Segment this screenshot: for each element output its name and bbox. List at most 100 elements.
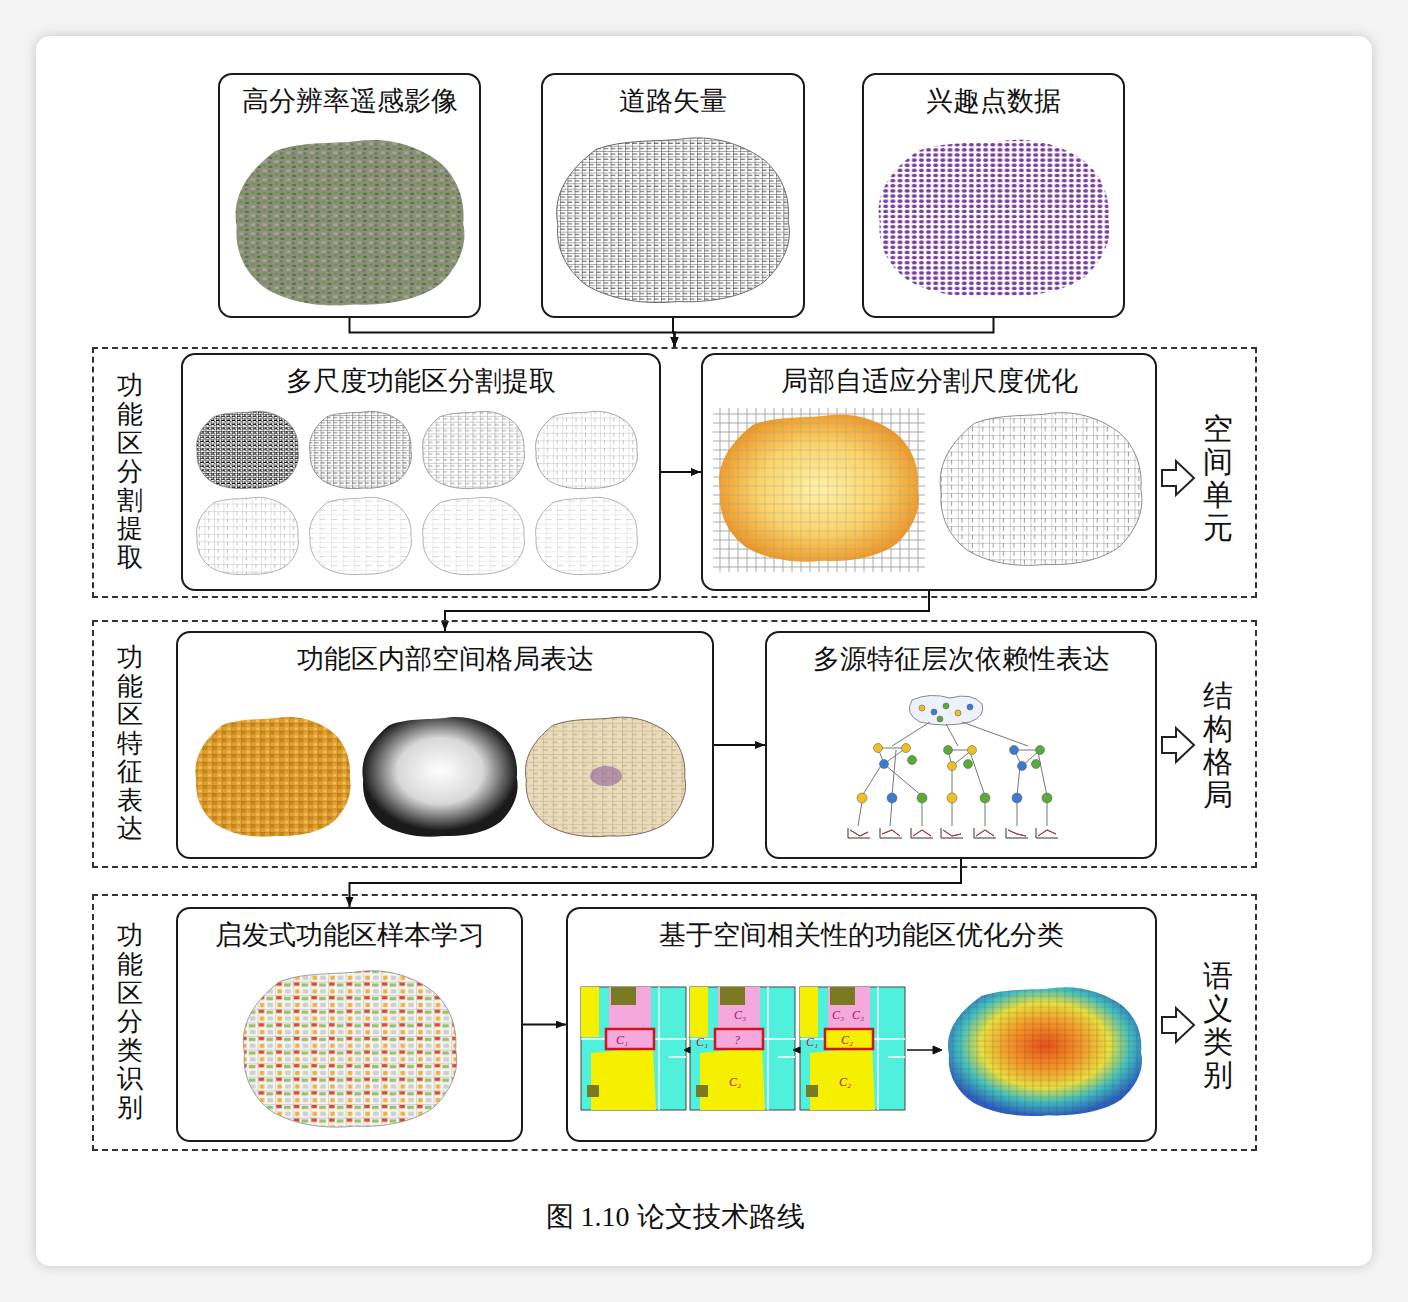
poi-map bbox=[879, 140, 1110, 297]
adaptive-scale-grid-part bbox=[713, 408, 925, 572]
hierarchy-nodes-part bbox=[947, 793, 957, 803]
flow-arrow bbox=[350, 318, 675, 347]
mini-charts bbox=[848, 828, 1058, 838]
box-title: 多尺度功能区分割提取 bbox=[286, 365, 556, 397]
correlation-panel-2-part bbox=[690, 987, 795, 1110]
hierarchy-nodes-part bbox=[908, 756, 917, 765]
correlation-panel-1-part bbox=[609, 987, 651, 1032]
correlation-panel-3 bbox=[800, 987, 905, 1110]
hierarchy-nodes bbox=[857, 703, 1052, 803]
process-box: 多尺度功能区分割提取 bbox=[181, 353, 661, 591]
hierarchy-graph-part bbox=[862, 748, 922, 796]
correlation-panel-2-part bbox=[720, 987, 745, 1005]
flow-arrow bbox=[661, 471, 701, 473]
box-title: 启发式功能区样本学习 bbox=[215, 919, 485, 951]
hierarchy-nodes-part bbox=[887, 793, 897, 803]
correlation-panel-3-part bbox=[825, 1029, 873, 1049]
correlation-panel-1-part bbox=[611, 987, 636, 1005]
correlation-panel-1 bbox=[581, 987, 686, 1110]
spatial-pattern-maps-part bbox=[590, 766, 622, 786]
band-label: 功能区分割提取 bbox=[117, 372, 143, 572]
hierarchy-nodes-part bbox=[917, 793, 927, 803]
hierarchy-nodes-part bbox=[1018, 762, 1027, 771]
hierarchy-nodes-part bbox=[919, 705, 925, 711]
class-tag: C₃ bbox=[832, 1009, 844, 1021]
hierarchy-nodes-part bbox=[944, 746, 953, 755]
road-vector-map-part bbox=[557, 138, 790, 303]
correlation-panel-2-part bbox=[690, 987, 795, 1110]
hierarchy-nodes-part bbox=[1012, 793, 1022, 803]
output-label: 结构格局 bbox=[1203, 679, 1233, 811]
correlation-panel-2-part bbox=[696, 1085, 708, 1097]
hierarchy-nodes-part bbox=[880, 760, 889, 769]
road-vector-map bbox=[557, 138, 790, 303]
spatial-pattern-maps bbox=[195, 717, 685, 837]
correlation-panel-2-part bbox=[700, 1047, 765, 1110]
mini-charts-part bbox=[911, 828, 933, 838]
mini-charts-part bbox=[1036, 828, 1058, 838]
hierarchy-nodes-part bbox=[931, 709, 937, 715]
dashed-band: 功能区分割提取多尺度功能区分割提取局部自适应分割尺度优化 bbox=[92, 347, 1257, 598]
mini-charts-part bbox=[880, 828, 902, 838]
final-class-map-part bbox=[948, 987, 1142, 1116]
band-label: 功能区特征表达 bbox=[117, 644, 143, 844]
hierarchy-nodes-part bbox=[902, 744, 911, 753]
process-box: 基于空间相关性的功能区优化分类 bbox=[566, 907, 1157, 1142]
hierarchy-nodes-part bbox=[967, 704, 973, 710]
spatial-pattern-maps-part bbox=[362, 717, 517, 837]
dashed-band: 功能区特征表达功能区内部空间格局表达多源特征层次依赖性表达 bbox=[92, 620, 1257, 868]
mini-charts-part bbox=[882, 830, 900, 836]
correlation-panel-3-part bbox=[800, 987, 905, 1110]
hierarchy-nodes-part bbox=[1042, 793, 1052, 803]
correlation-panel-3-part bbox=[800, 987, 905, 1110]
mini-charts-part bbox=[943, 830, 961, 836]
final-class-map-part bbox=[948, 987, 1142, 1116]
class-tag: ? bbox=[734, 1034, 740, 1046]
hierarchy-graph bbox=[858, 695, 1047, 826]
flow-arrow bbox=[675, 318, 994, 347]
hierarchy-graph-part bbox=[858, 802, 1047, 826]
multiscale-maps-part bbox=[423, 411, 525, 488]
hollow-arrows-part bbox=[1162, 461, 1194, 495]
multiscale-maps-part bbox=[310, 411, 412, 488]
hierarchy-nodes-part bbox=[955, 710, 961, 716]
data-source-box: 道路矢量 bbox=[541, 73, 805, 318]
hierarchy-nodes-part bbox=[1032, 760, 1041, 769]
correlation-panel-2-part bbox=[715, 1029, 763, 1049]
output-label: 语义类别 bbox=[1203, 959, 1233, 1091]
mini-charts-part bbox=[850, 830, 868, 836]
box-title: 道路矢量 bbox=[619, 85, 727, 117]
class-tag: C₁ bbox=[806, 1036, 818, 1048]
multiscale-maps-part bbox=[197, 497, 299, 574]
mini-charts-part bbox=[1006, 828, 1028, 838]
hierarchy-graph-part bbox=[948, 750, 985, 796]
correlation-panel-2 bbox=[690, 987, 795, 1110]
spatial-pattern-maps-part bbox=[195, 717, 350, 837]
process-box: 功能区内部空间格局表达 bbox=[176, 631, 714, 859]
correlation-panel-1-part bbox=[606, 1029, 654, 1049]
class-tag: C₁ bbox=[696, 1036, 708, 1048]
multiscale-maps bbox=[197, 411, 638, 574]
panel-arrows-part bbox=[907, 1049, 934, 1051]
class-tag: C₁ bbox=[616, 1034, 628, 1046]
flow-arrow bbox=[714, 744, 765, 746]
mini-charts-part bbox=[913, 830, 931, 836]
hierarchy-nodes-part bbox=[874, 744, 883, 753]
final-class-map bbox=[948, 987, 1142, 1116]
multiscale-maps-part bbox=[423, 497, 525, 574]
correlation-panel-3-part bbox=[810, 1047, 875, 1110]
hierarchy-nodes-part bbox=[1010, 746, 1019, 755]
dashed-band: 功能区分类识别启发式功能区样本学习基于空间相关性的功能区优化分类 bbox=[92, 894, 1257, 1151]
multiscale-maps-part bbox=[536, 411, 638, 488]
multiscale-maps-part bbox=[536, 497, 638, 574]
hollow-arrows bbox=[1162, 461, 1194, 1042]
adaptive-scale-grid-part bbox=[940, 413, 1142, 566]
hierarchy-nodes-part bbox=[980, 793, 990, 803]
hierarchy-graph-part bbox=[909, 695, 982, 725]
hierarchy-nodes-part bbox=[943, 703, 949, 709]
box-title: 基于空间相关性的功能区优化分类 bbox=[659, 919, 1064, 951]
hollow-arrows-part bbox=[1162, 1008, 1194, 1042]
flow-arrow bbox=[523, 1024, 566, 1026]
